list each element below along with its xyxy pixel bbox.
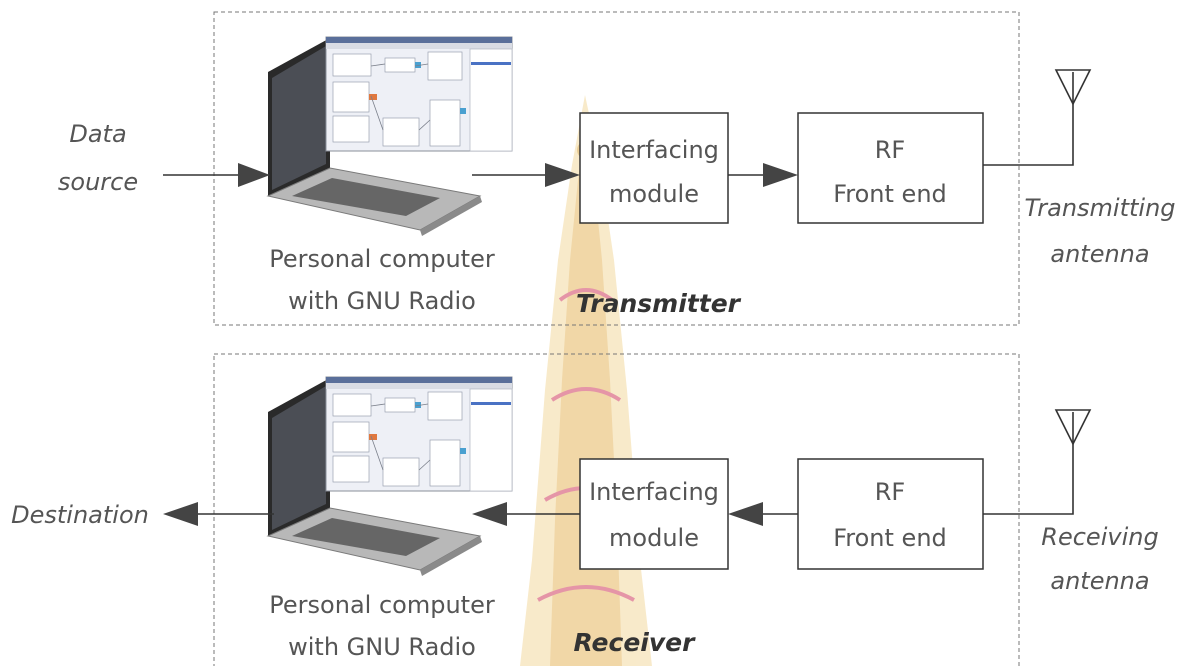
receiver-title: Receiver bbox=[574, 628, 697, 657]
arrowhead bbox=[472, 502, 507, 526]
arrowhead bbox=[728, 502, 763, 526]
flowgraph-window-icon bbox=[325, 36, 513, 152]
computer-label: with GNU Radio bbox=[288, 287, 476, 315]
antenna-icon bbox=[1054, 69, 1092, 106]
antenna-feed-line bbox=[983, 412, 1074, 515]
rf-front-end-box bbox=[797, 112, 984, 224]
rf-front-end-label: RF bbox=[875, 478, 905, 506]
rf-front-end-label: RF bbox=[875, 136, 905, 164]
rf-front-end-label: Front end bbox=[833, 180, 947, 208]
interfacing-module-box bbox=[579, 458, 729, 570]
antenna-icon bbox=[1054, 409, 1092, 446]
arrowhead bbox=[238, 163, 270, 187]
receiver-frame bbox=[213, 353, 1020, 666]
laptop-icon bbox=[266, 38, 482, 236]
data-source-label: Data bbox=[69, 120, 126, 148]
antenna-label: Receiving bbox=[1041, 523, 1158, 551]
computer-label: with GNU Radio bbox=[288, 633, 476, 661]
data-source-label: source bbox=[58, 168, 138, 196]
interfacing-module-label: Interfacing bbox=[589, 136, 719, 164]
laptop-icon bbox=[266, 378, 482, 576]
interfacing-module-box bbox=[579, 112, 729, 224]
arrowhead bbox=[763, 163, 798, 187]
rf-front-end-label: Front end bbox=[833, 524, 947, 552]
flowgraph-window-icon bbox=[325, 376, 513, 492]
interfacing-module-label: module bbox=[609, 524, 699, 552]
arrowhead bbox=[545, 163, 580, 187]
computer-label: Personal computer bbox=[269, 591, 495, 619]
transmitter-section bbox=[163, 11, 1092, 326]
transmitter-frame bbox=[213, 11, 1020, 326]
interfacing-module-label: Interfacing bbox=[589, 478, 719, 506]
transmitter-title: Transmitter bbox=[576, 289, 742, 318]
arrowhead bbox=[163, 502, 198, 526]
destination-label: Destination bbox=[11, 501, 149, 529]
interfacing-module-label: module bbox=[609, 180, 699, 208]
antenna-label: antenna bbox=[1050, 240, 1149, 268]
receiver-section bbox=[163, 353, 1092, 666]
antenna-label: Transmitting bbox=[1024, 194, 1175, 222]
antenna-feed-line bbox=[983, 72, 1074, 166]
computer-label: Personal computer bbox=[269, 245, 495, 273]
rf-front-end-box bbox=[797, 458, 984, 570]
antenna-label: antenna bbox=[1050, 567, 1149, 595]
